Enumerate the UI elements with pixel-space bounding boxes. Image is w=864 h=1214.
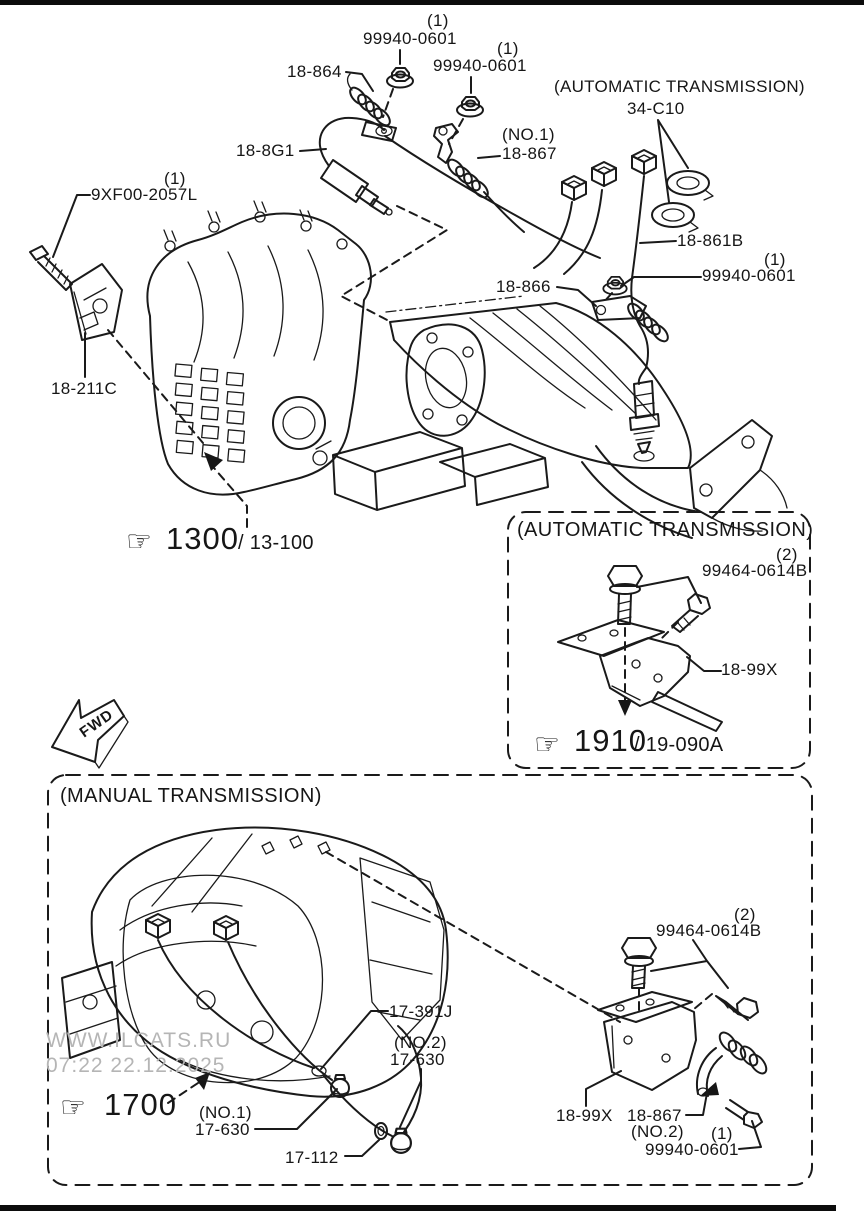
pointing-hand-icon: ☞ [60,1092,87,1124]
watermark: WWW.ILCATS.RU 07:22 22.12.2025 [46,1028,231,1078]
mt-label-sensor-no: (NO.2) [631,1122,684,1141]
label-bolt-part: 9XF00-2057L [91,185,198,204]
label-map-sensor-part: 18-211C [51,379,118,398]
leader-lines-top [52,49,702,378]
at-label-bracket-part: 18-99X [721,660,778,679]
upstream-oxygen-sensor-drawing [318,116,601,259]
harness-connectors-drawing [533,149,657,369]
transmission-drawing [61,826,449,1098]
map-sensor-drawing [29,245,123,341]
label-nut-a-qty: (1) [427,11,449,30]
label-bolt-qty: (1) [164,169,186,188]
watermark-line1: WWW.ILCATS.RU [46,1029,232,1052]
at-box-title: (AUTOMATIC TRANSMISSION) [517,519,814,541]
mt-label-pin-part: 17-391J [389,1002,453,1021]
mt-leader-lines [254,939,762,1157]
at-box-border [507,511,811,769]
mt-label-nut-qty: (1) [711,1124,733,1143]
exhaust-manifold-drawing [332,295,692,511]
downstream-oxygen-sensor-drawing [629,367,660,462]
label-nut-c-part: 99940-0601 [702,266,796,285]
mt-label-sensor-part: 18-867 [627,1106,682,1125]
pointing-hand-icon: ☞ [534,729,561,761]
mt-label-bolt-qty: (2) [734,905,756,924]
mt-label-switch1-part: 17-630 [195,1120,250,1139]
at-label-bolt-part: 99464-0614B [702,561,808,580]
watermark-line2: 07:22 22.12.2025 [46,1054,226,1077]
mt-label-switch2-no: (NO.2) [394,1033,447,1052]
pointing-hand-icon: ☞ [126,526,153,558]
mt-label-bolt-part: 99464-0614B [656,921,762,940]
label-stay-part: 18-866 [496,277,551,296]
mt-label-washer-part: 17-112 [285,1148,339,1167]
ref-intake-number: 1300 [166,521,239,556]
clamp-rings-drawing [651,170,714,233]
ref-at-section: / 19-090A [634,734,724,756]
exhaust-pipe-drawing [581,419,788,539]
at-bracket-assembly-drawing [557,565,723,732]
at-label-bolt-qty: (2) [776,545,798,564]
mt-switch-wiring-drawing [145,913,423,1155]
intake-manifold-drawing [146,200,372,496]
scan-artifact-top-bar [0,0,864,5]
terminal-spring-drawing [346,73,394,130]
label-clamp-part: 34-C10 [627,99,685,118]
dashed-pointers [107,88,719,1104]
fwd-label: FWD [77,706,117,741]
label-harness-part: 18-861B [677,231,744,250]
mt-label-switch1-no: (NO.1) [199,1103,252,1122]
mt-label-nut-part: 99940-0601 [645,1140,739,1159]
label-front-sensor-part: 18-8G1 [236,141,295,160]
mt-label-switch2-part: 17-630 [390,1050,445,1069]
heading-automatic-transmission: (AUTOMATIC TRANSMISSION) [554,77,805,96]
nut-b-drawing [456,96,484,118]
nut-a-drawing [386,67,414,89]
bracket-no1-drawing [433,123,525,233]
mt-label-bracket-part: 18-99X [556,1106,613,1125]
label-nut-b-qty: (1) [497,39,519,58]
stay-bracket-drawing [591,295,672,346]
mt-bracket-assembly-drawing [597,937,768,1129]
ref-mt-number: 1700 [104,1087,177,1122]
mt-box-title: (MANUAL TRANSMISSION) [60,785,322,807]
label-bracket-no1-no: (NO.1) [502,125,555,144]
label-nut-a-part: 99940-0601 [363,29,457,48]
mt-box-border [47,774,813,1186]
label-bracket-no1-part: 18-867 [502,144,557,163]
scan-artifact-bottom-bar [0,1205,836,1211]
fwd-arrow-icon: FWD [51,699,129,769]
label-nut-b-part: 99940-0601 [433,56,527,75]
ref-intake-section: / 13-100 [238,532,314,554]
label-spring-part: 18-864 [287,62,342,81]
label-nut-c-qty: (1) [764,250,786,269]
ref-at-number: 1910 [574,723,647,758]
at-leader-lines [636,576,722,672]
